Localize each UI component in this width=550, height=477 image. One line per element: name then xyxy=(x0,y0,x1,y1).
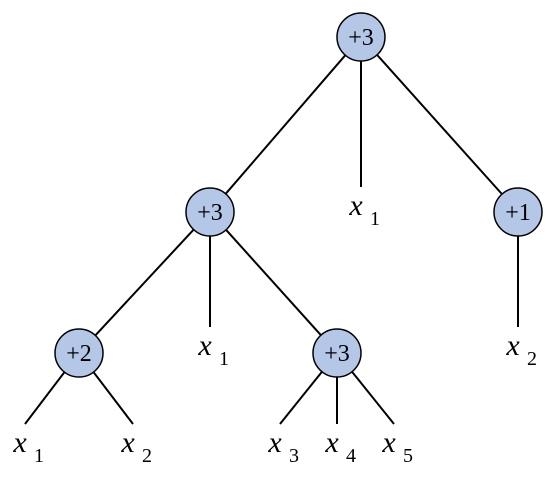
node-label: +2 xyxy=(66,341,92,367)
leaf-subscript: 4 xyxy=(346,445,356,467)
node-n1: +3 xyxy=(336,12,386,62)
node-circle xyxy=(312,328,362,378)
edge-n2-n6 xyxy=(225,229,322,336)
node-circle xyxy=(493,187,543,237)
leaf-variable: x xyxy=(324,426,339,459)
node-n2: +3 xyxy=(185,187,235,237)
leaf-subscript: 1 xyxy=(370,208,380,230)
node-n6: +3 xyxy=(312,328,362,378)
leaf-subscript: 3 xyxy=(289,445,299,467)
leaf-variable: x xyxy=(505,329,520,362)
leaf-subscript: 1 xyxy=(34,445,44,467)
leaf-variable: x xyxy=(12,426,27,459)
edge-n6-l6 xyxy=(351,371,395,425)
node-label: +3 xyxy=(324,341,350,367)
node-label: +3 xyxy=(348,25,374,51)
leaf-variable: x xyxy=(267,426,282,459)
node-n4: +1 xyxy=(493,187,543,237)
leaf-subscript: 1 xyxy=(219,348,229,370)
edge-n1-n4 xyxy=(376,54,503,195)
leaf-variable: x xyxy=(381,426,396,459)
node-circle xyxy=(336,12,386,62)
edge-n6-l4 xyxy=(279,371,323,425)
leaf-subscript: 5 xyxy=(403,445,413,467)
tree-edges xyxy=(24,54,519,425)
leaf-subscript: 2 xyxy=(527,348,537,370)
edge-n1-n2 xyxy=(224,54,347,195)
node-circle xyxy=(185,187,235,237)
node-n5: +2 xyxy=(54,328,104,378)
node-label: +3 xyxy=(197,200,223,226)
edge-n5-l2 xyxy=(92,371,134,425)
node-label: +1 xyxy=(505,200,531,226)
leaf-variable: x xyxy=(348,189,363,222)
node-circle xyxy=(54,328,104,378)
edge-n2-n5 xyxy=(94,228,195,337)
edge-n5-l1 xyxy=(24,371,66,425)
leaf-variable: x xyxy=(197,329,212,362)
leaf-subscript: 2 xyxy=(142,445,152,467)
leaf-variable: x xyxy=(120,426,135,459)
